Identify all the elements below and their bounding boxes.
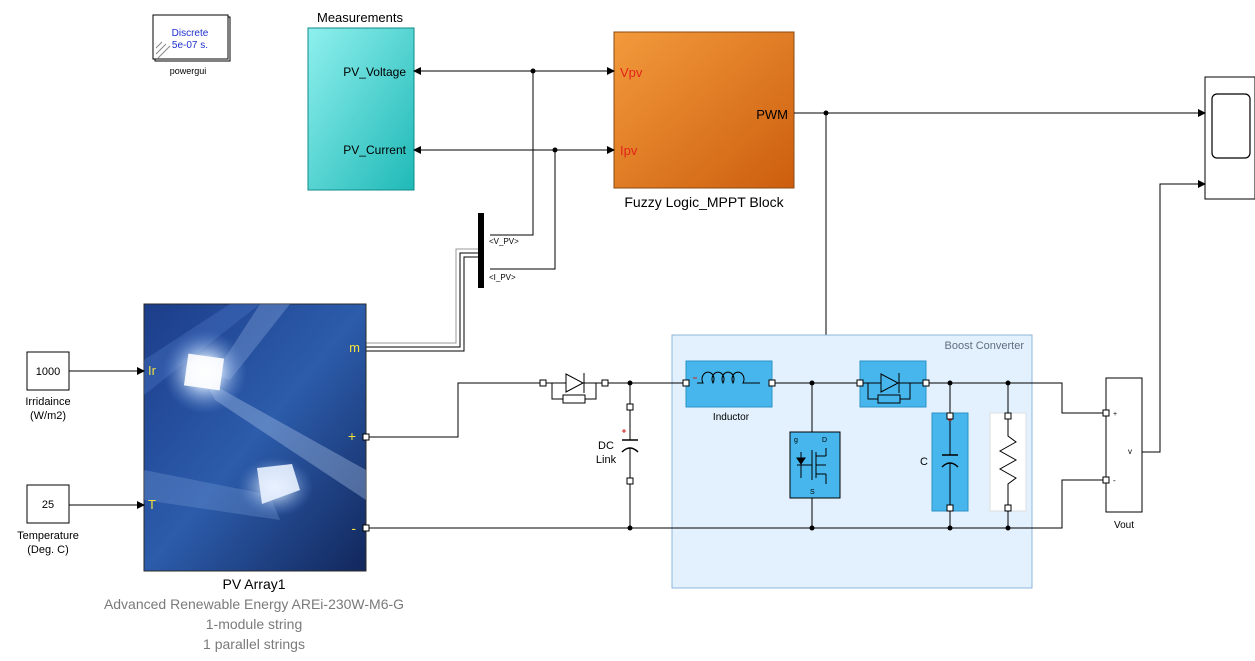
irradiance-caption2: (W/m2) — [30, 410, 66, 422]
irradiance-constant[interactable]: 1000 — [27, 352, 69, 390]
scope-screen-icon — [1212, 94, 1250, 158]
inductor-label: Inductor — [713, 412, 750, 423]
input-diode[interactable] — [540, 373, 608, 403]
load-resistor[interactable] — [990, 413, 1026, 511]
diode-icon — [566, 374, 583, 392]
pv-port-plus: + — [348, 428, 356, 444]
fuzzy-port-ipv: Ipv — [620, 143, 638, 158]
capacitor-label: C — [920, 456, 928, 468]
temperature-value: 25 — [42, 499, 54, 511]
fuzzy-port-vpv: Vpv — [620, 65, 643, 80]
powergui-caption: powergui — [170, 66, 207, 76]
scope-block[interactable] — [1205, 77, 1255, 199]
pv-array-desc1: Advanced Renewable Energy AREi-230W-M6-G — [104, 596, 404, 612]
boost-title: Boost Converter — [945, 340, 1025, 352]
vout-port-minus: - — [1113, 476, 1116, 485]
bus-signal-vpv: <V_PV> — [489, 237, 519, 246]
pv-array-desc3: 1 parallel strings — [203, 636, 305, 652]
pv-array-desc2: 1-module string — [206, 616, 303, 632]
dc-link-capacitor[interactable] — [622, 404, 638, 484]
temperature-caption2: (Deg. C) — [27, 544, 69, 556]
bus-selector[interactable]: <V_PV> <I_PV> — [478, 213, 519, 288]
pv-port-m: m — [349, 340, 360, 355]
irradiance-caption1: Irridaince — [25, 396, 70, 408]
output-capacitor[interactable] — [932, 413, 968, 511]
powergui-step: 5e-07 s. — [172, 40, 208, 51]
temperature-constant[interactable]: 25 — [27, 485, 69, 523]
vout-label: Vout — [1114, 520, 1134, 531]
dc-link-label1: DC — [598, 440, 614, 452]
measurements-port-current: PV_Current — [343, 143, 406, 157]
mosfet-port-g: g — [794, 437, 798, 444]
fuzzy-caption: Fuzzy Logic_MPPT Block — [624, 194, 784, 210]
pv-port-ir: Ir — [148, 363, 157, 378]
pv-port-t: T — [148, 497, 156, 512]
vout-port-plus: + — [1113, 411, 1117, 418]
pv-array-title: PV Array1 — [222, 576, 285, 592]
irradiance-value: 1000 — [36, 366, 60, 378]
bus-signal-ipv: <I_PV> — [489, 273, 516, 282]
mosfet-port-s: S — [810, 489, 815, 496]
inductor-block[interactable] — [683, 361, 775, 407]
powergui-block[interactable]: Discrete 5e-07 s. — [153, 15, 230, 61]
measurements-title: Measurements — [317, 10, 403, 25]
fuzzy-port-pwm: PWM — [756, 107, 788, 122]
pv-array-block[interactable]: Ir T m + - — [144, 304, 366, 571]
pv-port-minus: - — [351, 520, 356, 536]
mosfet-port-d: D — [822, 437, 827, 444]
measurements-block[interactable]: PV_Voltage PV_Current — [308, 28, 414, 190]
output-diode-block[interactable] — [857, 361, 929, 407]
temperature-caption1: Temperature — [17, 530, 79, 542]
dc-link-label2: Link — [596, 454, 617, 466]
fuzzy-mppt-block[interactable]: Vpv Ipv PWM — [614, 32, 794, 188]
vout-voltage-measurement[interactable]: + - v — [1103, 378, 1142, 512]
measurements-port-voltage: PV_Voltage — [343, 65, 406, 79]
vout-port-v: v — [1128, 447, 1132, 456]
powergui-mode: Discrete — [172, 28, 209, 39]
mosfet-switch[interactable]: g D S — [790, 432, 840, 498]
